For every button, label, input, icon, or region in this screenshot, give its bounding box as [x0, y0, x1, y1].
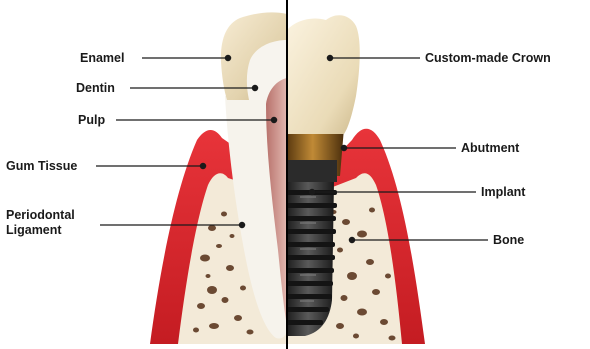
label-periodontal-line1: Periodontal	[6, 208, 75, 223]
label-bone: Bone	[493, 233, 524, 247]
implant-collar	[287, 160, 337, 182]
label-enamel: Enamel	[80, 51, 124, 65]
label-pulp: Pulp	[78, 113, 105, 127]
label-periodontal-line2: Ligament	[6, 223, 75, 238]
label-custom-made-crown: Custom-made Crown	[425, 51, 551, 65]
custom-crown-shape	[287, 15, 360, 134]
label-dentin: Dentin	[76, 81, 115, 95]
label-periodontal-ligament: Periodontal Ligament	[6, 208, 75, 238]
label-gum-tissue: Gum Tissue	[6, 159, 77, 173]
label-abutment: Abutment	[461, 141, 519, 155]
label-implant: Implant	[481, 185, 525, 199]
